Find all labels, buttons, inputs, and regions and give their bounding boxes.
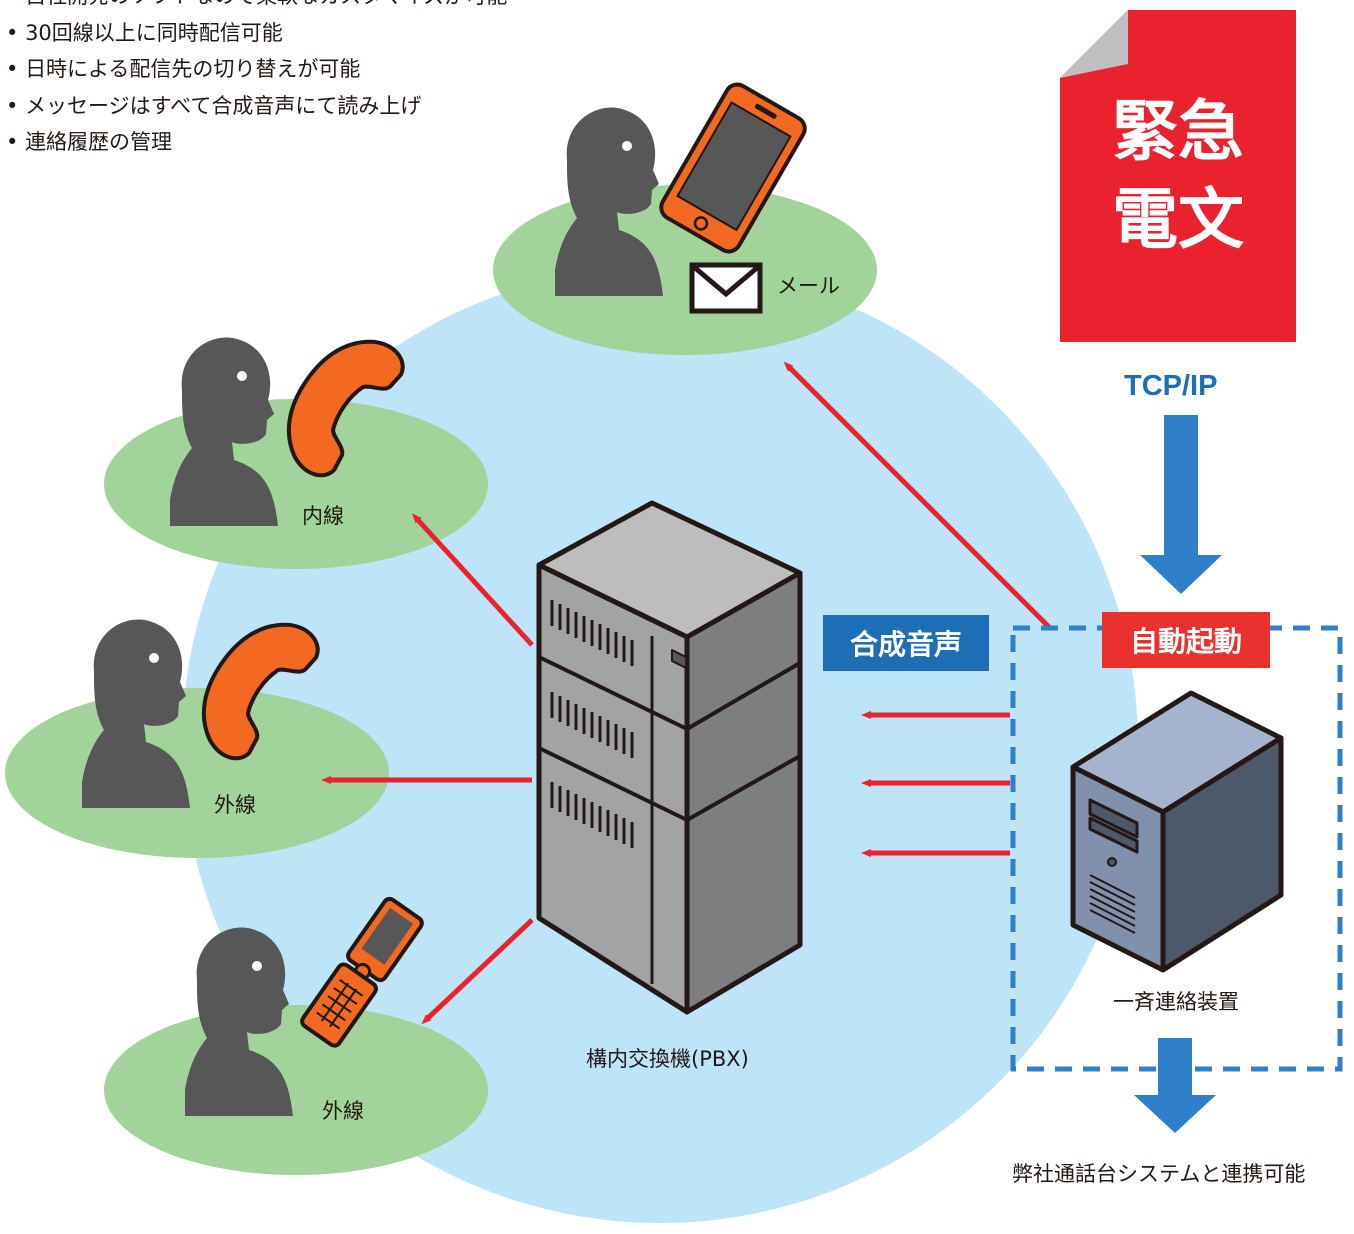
feature-item: 連絡履歴の管理 [6,124,507,161]
feature-item: 日時による配信先の切り替えが可能 [6,51,507,88]
device-label: 一斉連絡装置 [1113,990,1239,1014]
integration-arrow [1134,1038,1216,1133]
feature-list: 自社開発のソフトなので柔軟なカスタマイズが可能 30回線以上に同時配信可能 日時… [6,0,507,161]
arrow-to-gaisen2 [421,918,534,1025]
mail-icon [689,262,763,314]
integration-label: 弊社通話台システムと連携可能 [1012,1162,1306,1186]
ellipse-gaisen2 [104,1005,488,1175]
smartphone-icon [659,82,807,254]
pbx-label: 構内交換機(PBX) [586,1047,749,1071]
flip-phone-icon [300,896,424,1048]
signal-arrows [321,361,1052,1025]
person-icon [82,619,190,808]
auto-start-badge: 自動起動 [1102,612,1270,668]
document-icon [1060,10,1296,342]
person-icon [170,337,278,526]
person-icon [555,107,663,296]
feature-item: 自社開発のソフトなので柔軟なカスタマイズが可能 [6,0,507,15]
protocol-label: TCP/IP [1124,370,1218,402]
ellipse-gaisen1 [5,688,389,858]
arrow-to-naisen [411,513,534,647]
document-title: 緊急 電文 [1070,88,1286,264]
endpoint-gaisen2-label: 外線 [322,1099,364,1123]
person-icon [185,927,293,1116]
synth-voice-badge: 合成音声 [823,615,989,671]
feature-item: 30回線以上に同時配信可能 [6,15,507,52]
pbx-server-icon [536,500,803,1015]
document-line-2: 電文 [1112,181,1244,258]
handset-icon [201,622,320,761]
document-line-1: 緊急 [1112,93,1244,170]
tcpip-arrow [1140,415,1222,594]
endpoint-naisen-label: 内線 [302,504,344,528]
feature-item: メッセージはすべて合成音声にて読み上げ [6,88,507,125]
arrow-to-mail [783,361,1052,630]
mail-label: メール [777,274,840,298]
document-fold [1060,10,1128,78]
handset-icon [286,339,405,478]
pc-tower-icon [1070,690,1284,973]
endpoint-gaisen1-label: 外線 [214,793,256,817]
